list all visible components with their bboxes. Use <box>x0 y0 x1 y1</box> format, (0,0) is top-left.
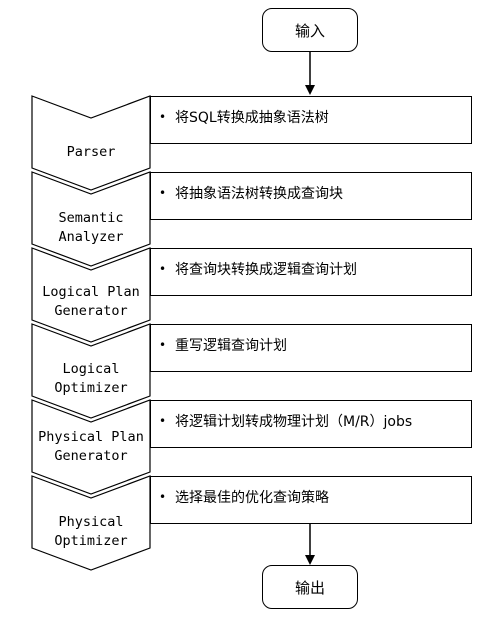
stage-name: Physical Plan Generator <box>38 429 144 464</box>
input-terminal: 输入 <box>262 8 358 52</box>
output-label: 输出 <box>294 578 325 597</box>
input-label: 输入 <box>294 21 325 40</box>
step-text: 将SQL转换成抽象语法树 <box>175 110 329 126</box>
step-box: • 将逻辑计划转成物理计划（M/R）jobs <box>150 400 472 448</box>
stage-name: Parser <box>66 144 116 160</box>
stage-chevron <box>31 399 151 495</box>
step-text: 将逻辑计划转成物理计划（M/R）jobs <box>175 414 413 430</box>
step-text: 重写逻辑查询计划 <box>175 338 287 354</box>
stage-chevrons <box>31 95 151 571</box>
step-box: • 选择最佳的优化查询策略 <box>150 476 472 524</box>
step-text: 选择最佳的优化查询策略 <box>175 490 329 506</box>
stage-chevron <box>31 171 151 267</box>
step-box: • 重写逻辑查询计划 <box>150 324 472 372</box>
bullet-icon: • <box>159 338 167 352</box>
bullet-icon: • <box>159 186 167 200</box>
stage-name: Logical Plan Generator <box>42 284 140 319</box>
bullet-icon: • <box>159 414 167 428</box>
step-box: • 将查询块转换成逻辑查询计划 <box>150 248 472 296</box>
step-box: • 将抽象语法树转换成查询块 <box>150 172 472 220</box>
stage-chevron <box>31 475 151 571</box>
stage-name: Semantic Analyzer <box>58 210 124 245</box>
bullet-icon: • <box>159 110 167 124</box>
bullet-icon: • <box>159 490 167 504</box>
step-text: 将抽象语法树转换成查询块 <box>175 186 343 202</box>
output-terminal: 输出 <box>262 565 358 609</box>
stage-name: Logical Optimizer <box>54 361 128 396</box>
step-text: 将查询块转换成逻辑查询计划 <box>175 262 357 278</box>
bullet-icon: • <box>159 262 167 276</box>
step-box: • 将SQL转换成抽象语法树 <box>150 96 472 144</box>
stage-name: Physical Optimizer <box>54 514 128 549</box>
stage-chevron <box>31 95 151 191</box>
stage-chevron <box>31 323 151 419</box>
stage-chevron <box>31 247 151 343</box>
